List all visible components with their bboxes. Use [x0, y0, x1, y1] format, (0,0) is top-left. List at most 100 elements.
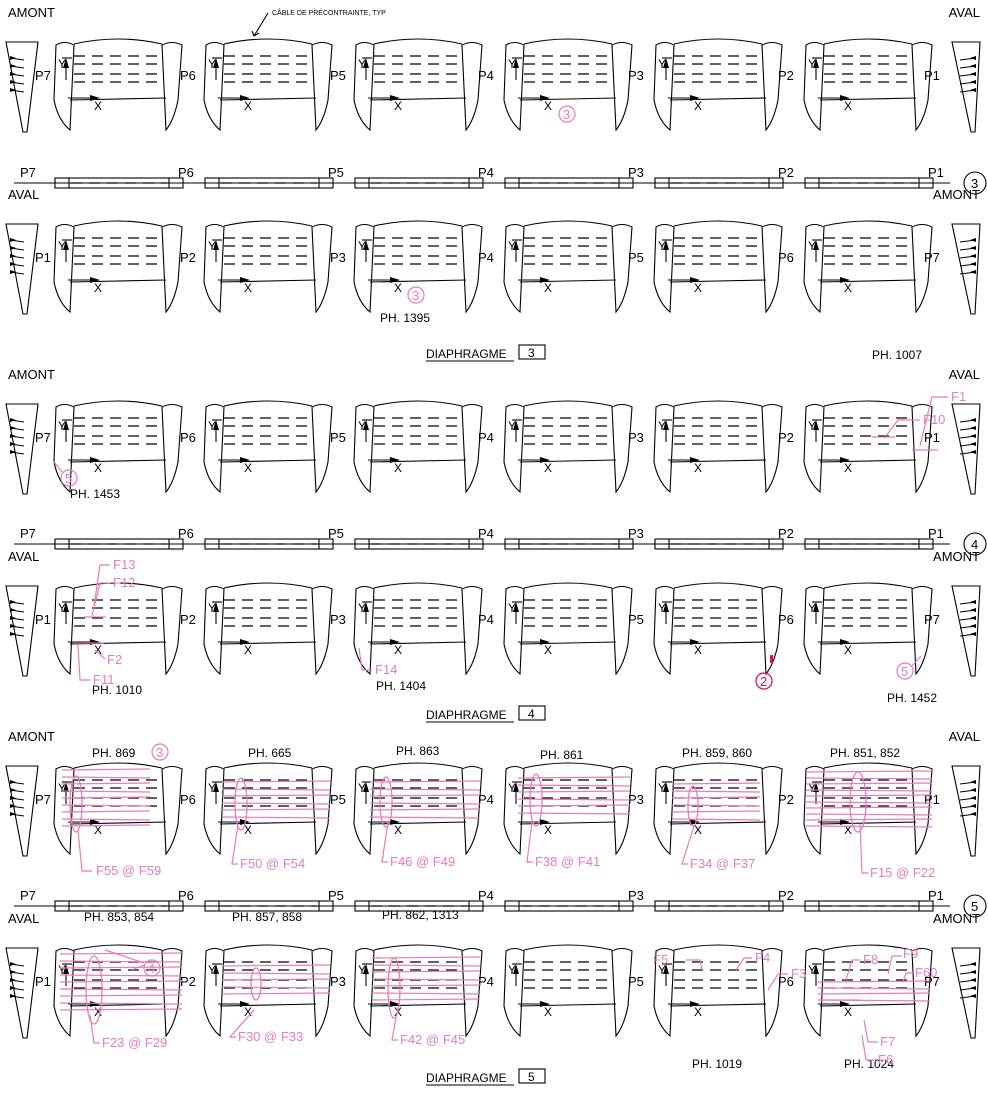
axis-y-label: Y	[58, 57, 66, 71]
segment-elevation: YX	[353, 762, 483, 856]
axis-y-label: Y	[58, 781, 66, 795]
axis-x-label: X	[694, 1005, 702, 1019]
crack-zone	[371, 956, 481, 1019]
svg-text:F10: F10	[923, 412, 945, 427]
plan-pier-label: P5	[328, 526, 344, 541]
axis-y-label: Y	[808, 239, 816, 253]
segment-elevation: YX	[503, 400, 633, 494]
plan-pier-label: P4	[478, 165, 494, 180]
crack-F12: F12	[84, 575, 135, 618]
crack-group: F38 @ F41	[526, 821, 600, 869]
axis-x-label: X	[244, 823, 252, 837]
crack-zone	[59, 952, 183, 1025]
axis-x-label: X	[94, 823, 102, 837]
crack-F7: F7	[820, 999, 895, 1049]
svg-text:F42 @ F45: F42 @ F45	[400, 1032, 465, 1047]
crack-F11: F11	[77, 644, 114, 687]
photo-label: PH. 863	[396, 744, 440, 758]
axis-x-label: X	[394, 99, 402, 113]
pier-label: P2	[180, 250, 196, 265]
axis-x-label: X	[244, 281, 252, 295]
crack-F1: F1	[912, 389, 966, 451]
axis-x-label: X	[694, 643, 702, 657]
axis-y-label: Y	[208, 781, 216, 795]
end-pier-right	[951, 403, 981, 495]
axis-y-label: Y	[358, 963, 366, 977]
segment-elevation: YX	[653, 762, 783, 856]
svg-text:F11: F11	[93, 672, 114, 687]
crack-zone	[61, 768, 151, 833]
pier-label: P1	[924, 68, 940, 83]
axis-x-label: X	[244, 643, 252, 657]
crack-group: F55 @ F59	[77, 829, 161, 878]
pier-label: P7	[924, 250, 940, 265]
end-pier-left	[5, 765, 39, 857]
cable-note: CÂBLE DE PRÉCONTRAINTE, TYP	[272, 8, 386, 17]
row-left-label: AVAL	[8, 549, 39, 564]
svg-text:F9: F9	[903, 946, 918, 961]
photo-label: PH. 665	[248, 746, 292, 760]
photo-label: PH. 857, 858	[232, 910, 302, 924]
end-pier-left	[5, 947, 39, 1039]
svg-text:F4: F4	[755, 950, 770, 965]
axis-y-label: Y	[208, 419, 216, 433]
axis-y-label: Y	[358, 239, 366, 253]
crack-F6: F6	[861, 1034, 893, 1067]
segment-elevation: YX	[653, 220, 783, 314]
axis-x-label: X	[544, 1005, 552, 1019]
segment-elevation: YX	[503, 220, 633, 314]
row-right-label: AVAL	[949, 367, 980, 382]
axis-y-label: Y	[508, 781, 516, 795]
end-pier-right	[951, 41, 981, 133]
crack-zone	[817, 980, 931, 1002]
plan-pier-label: P4	[478, 888, 494, 903]
crack-F3: F3	[767, 966, 806, 991]
segment-elevation: YX	[803, 944, 933, 1038]
axis-y-label: Y	[358, 419, 366, 433]
plan-pier-label: P5	[328, 165, 344, 180]
segment-elevation: YX	[653, 944, 783, 1038]
axis-x-label: X	[544, 461, 552, 475]
segment-elevation: YX	[203, 582, 333, 676]
svg-text:3: 3	[412, 288, 419, 303]
axis-x-label: X	[844, 1005, 852, 1019]
axis-x-label: X	[94, 643, 102, 657]
plan-pier-label: P6	[178, 526, 194, 541]
tag-circle: 3	[407, 286, 425, 304]
section-title-3: DIAPHRAGME 3	[426, 344, 546, 362]
segment-elevation: YX	[53, 944, 183, 1038]
section-marker-number: 5	[971, 899, 978, 914]
axis-x-label: X	[694, 99, 702, 113]
svg-text:3: 3	[156, 745, 163, 760]
plan-pier-label: P7	[20, 526, 36, 541]
photo-label: PH. 851, 852	[830, 746, 900, 760]
pier-label: P6	[180, 430, 196, 445]
axis-y-label: Y	[58, 239, 66, 253]
svg-text:F60: F60	[915, 965, 937, 980]
section-label: DIAPHRAGME	[426, 1071, 507, 1085]
pier-label: P2	[180, 974, 196, 989]
segment-elevation: YX	[653, 400, 783, 494]
segment-elevation: YX	[803, 762, 933, 856]
pier-label: P3	[628, 430, 644, 445]
segment-elevation: YX	[803, 38, 933, 132]
pier-label: P7	[35, 68, 51, 83]
crack-F60: F60	[902, 965, 937, 983]
tag-circle: 5	[896, 655, 922, 680]
end-pier-left	[5, 41, 39, 133]
pier-label: P3	[330, 612, 346, 627]
svg-text:F7: F7	[880, 1034, 895, 1049]
row-left-label: AMONT	[8, 367, 55, 382]
row-left-label: AVAL	[8, 187, 39, 202]
pier-label: P6	[778, 974, 794, 989]
axis-y-label: Y	[808, 419, 816, 433]
section-marker	[963, 171, 987, 195]
axis-x-label: X	[244, 461, 252, 475]
pier-label: P6	[180, 68, 196, 83]
crack-zone	[221, 777, 331, 831]
end-pier-right	[951, 765, 981, 857]
axis-x-label: X	[94, 281, 102, 295]
